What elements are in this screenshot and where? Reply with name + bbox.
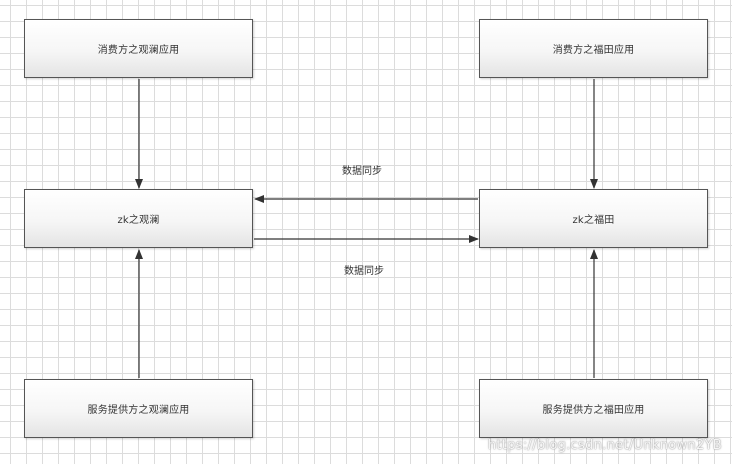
- node-provider-guanlan[interactable]: 服务提供方之观澜应用: [24, 379, 253, 438]
- edge-label-sync-top: 数据同步: [342, 166, 382, 177]
- edge-label-sync-bottom: 数据同步: [344, 266, 384, 277]
- node-label: 消费方之观澜应用: [97, 45, 180, 56]
- node-label: 服务提供方之观澜应用: [87, 405, 190, 416]
- node-label: 服务提供方之福田应用: [542, 405, 645, 416]
- node-label: zk之观澜: [117, 215, 160, 226]
- node-provider-futian[interactable]: 服务提供方之福田应用: [479, 379, 708, 438]
- node-consumer-futian[interactable]: 消费方之福田应用: [479, 19, 708, 78]
- node-label: zk之福田: [572, 215, 615, 226]
- watermark: https://blog.csdn.net/Unknown2YB: [487, 438, 722, 453]
- node-label: 消费方之福田应用: [552, 45, 635, 56]
- node-zk-futian[interactable]: zk之福田: [479, 189, 708, 248]
- node-zk-guanlan[interactable]: zk之观澜: [24, 189, 253, 248]
- node-consumer-guanlan[interactable]: 消费方之观澜应用: [24, 19, 253, 78]
